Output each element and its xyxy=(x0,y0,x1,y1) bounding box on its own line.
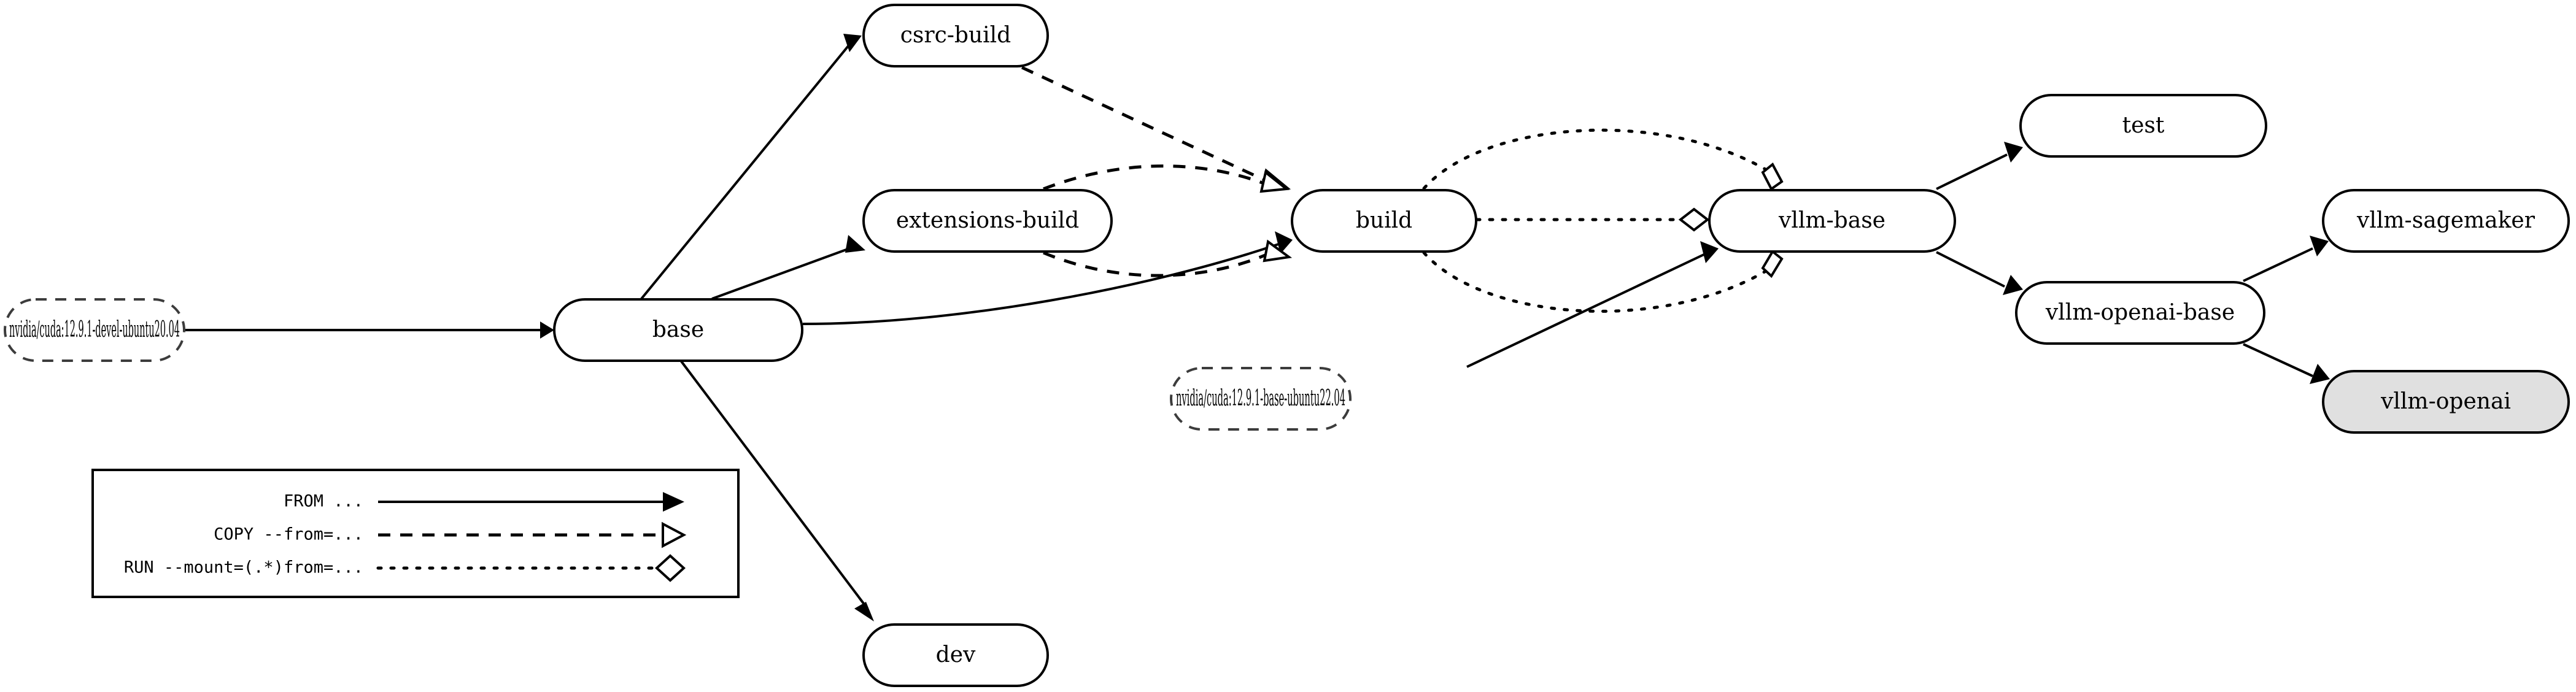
legend-run-arrowhead xyxy=(655,554,686,582)
node-test-label: test xyxy=(2122,113,2165,138)
legend-frame xyxy=(91,469,740,598)
node-build[interactable]: build xyxy=(1291,189,1477,253)
edge-cuda-devel-to-base xyxy=(185,321,554,339)
legend-item-run: RUN --mount=(.*)from=... xyxy=(124,554,686,582)
node-csrc-build-box[interactable] xyxy=(862,4,1049,67)
edge-csrc-build-to-build xyxy=(1021,66,1291,192)
node-vllm-openai[interactable]: vllm-openai xyxy=(2322,370,2570,434)
node-test[interactable]: test xyxy=(2019,94,2267,158)
node-vllm-base-label: vllm-base xyxy=(1778,208,1886,233)
node-dev[interactable]: dev xyxy=(862,623,1049,687)
node-vllm-openai-base-label: vllm-openai-base xyxy=(2045,300,2235,325)
node-vllm-sagemaker-box[interactable] xyxy=(2322,189,2570,253)
edge-build-to-vllm-base-lower xyxy=(1422,250,1784,313)
edge-vllm-base-to-vllm-openai-base xyxy=(1936,251,2023,295)
edge-cuda-base-to-vllm-base xyxy=(1466,241,1719,368)
node-vllm-base-box[interactable] xyxy=(1708,189,1956,253)
node-cuda-devel-label: nvidia/cuda:12.9.1-devel-ubuntu20.04 xyxy=(9,317,180,342)
node-vllm-sagemaker-label: vllm-sagemaker xyxy=(2356,208,2535,233)
node-cuda-devel[interactable]: nvidia/cuda:12.9.1-devel-ubuntu20.04 xyxy=(4,298,185,362)
edge-vllm-openai-base-to-vllm-sagemaker xyxy=(2243,236,2329,282)
legend-item-copy-label: COPY --from=... xyxy=(214,525,363,544)
edge-layer xyxy=(185,34,2330,621)
node-dev-label: dev xyxy=(936,642,976,667)
node-csrc-build[interactable]: csrc-build xyxy=(862,4,1049,67)
node-cuda-base[interactable]: nvidia/cuda:12.9.1-base-ubuntu22.04 xyxy=(1170,367,1352,431)
edge-base-to-dev xyxy=(680,360,874,621)
node-build-label: build xyxy=(1356,208,1412,233)
node-cuda-base-box[interactable] xyxy=(1170,367,1352,431)
node-csrc-build-label: csrc-build xyxy=(900,23,1011,48)
node-vllm-openai-box[interactable] xyxy=(2322,370,2570,434)
node-vllm-sagemaker[interactable]: vllm-sagemaker xyxy=(2322,189,2570,253)
edge-extensions-build-to-build-upper xyxy=(1043,164,1290,193)
node-extensions-build[interactable]: extensions-build xyxy=(862,189,1113,253)
legend-item-from-label: FROM ... xyxy=(284,492,363,511)
node-dev-box[interactable] xyxy=(862,623,1049,687)
node-vllm-openai-base[interactable]: vllm-openai-base xyxy=(2015,281,2265,345)
legend-from-arrowhead xyxy=(663,492,684,512)
node-vllm-openai-label: vllm-openai xyxy=(2380,389,2511,414)
node-vllm-openai-base-box[interactable] xyxy=(2015,281,2265,345)
edge-base-to-extensions-build xyxy=(711,235,865,300)
legend-item-copy: COPY --from=... xyxy=(214,521,687,548)
edge-base-to-csrc-build xyxy=(640,34,862,300)
node-base-label: base xyxy=(652,317,704,342)
node-cuda-base-label: nvidia/cuda:12.9.1-base-ubuntu22.04 xyxy=(1176,386,1345,411)
node-extensions-build-box[interactable] xyxy=(862,189,1113,253)
legend-item-from: FROM ... xyxy=(284,492,684,512)
edge-build-to-vllm-base-upper xyxy=(1422,128,1784,191)
edge-base-to-build xyxy=(802,231,1293,325)
node-cuda-devel-box[interactable] xyxy=(4,298,185,362)
node-vllm-base[interactable]: vllm-base xyxy=(1708,189,1956,253)
node-build-box[interactable] xyxy=(1291,189,1477,253)
legend-item-run-label: RUN --mount=(.*)from=... xyxy=(124,558,363,577)
legend: FROM ... COPY --from=... RUN --mount=(.*… xyxy=(91,469,740,598)
edge-vllm-base-to-test xyxy=(1936,142,2023,190)
edge-extensions-build-to-build-lower xyxy=(1043,239,1293,277)
node-base-box[interactable] xyxy=(553,298,803,362)
edge-vllm-openai-base-to-vllm-openai xyxy=(2243,343,2330,384)
legend-copy-arrowhead xyxy=(662,521,687,548)
node-base[interactable]: base xyxy=(553,298,803,362)
node-extensions-build-label: extensions-build xyxy=(896,208,1079,233)
edge-build-to-vllm-base-middle xyxy=(1475,207,1710,232)
node-test-box[interactable] xyxy=(2019,94,2267,158)
